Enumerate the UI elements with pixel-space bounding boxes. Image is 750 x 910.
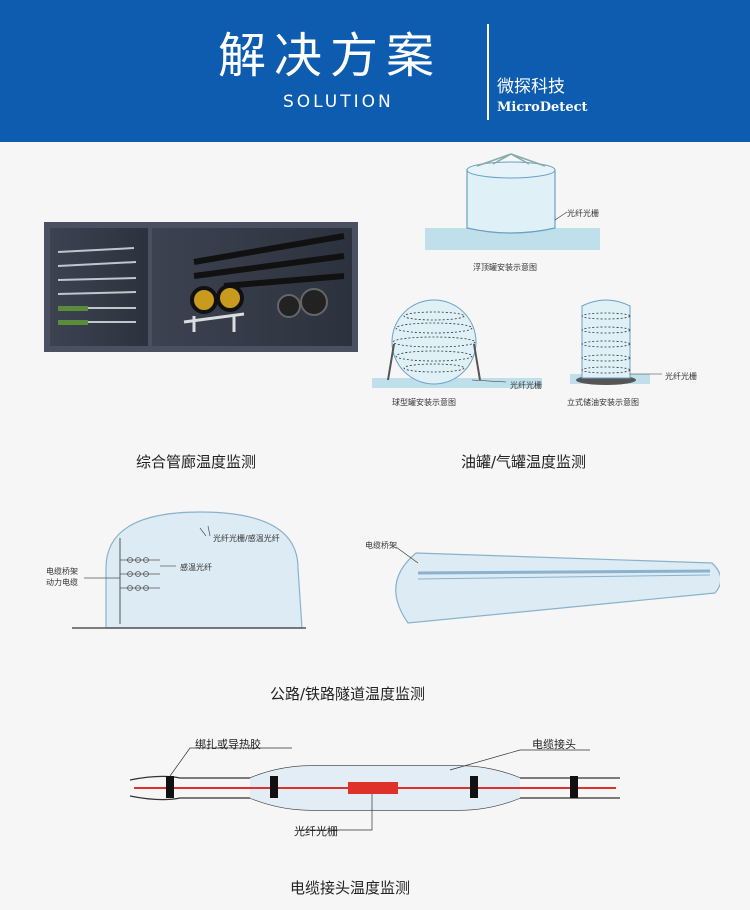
brand-name-en: MicroDetect	[497, 100, 588, 115]
header-banner: 解决方案 SOLUTION 微探科技 MicroDetect	[0, 0, 750, 142]
brand-name-cn: 微探科技	[497, 77, 565, 97]
floating-roof-tank-image	[425, 153, 600, 250]
pipe-gallery-image	[44, 222, 358, 352]
tunnel-label-mid: 感温光纤	[180, 563, 212, 572]
cable-joint-label: 电缆接头	[532, 738, 576, 751]
tunnel-section-caption: 公路/铁路隧道温度监测	[270, 685, 426, 703]
tunnel-label-left-2: 动力电缆	[46, 578, 78, 587]
floating-tank-caption: 浮顶罐安装示意图	[473, 263, 537, 272]
tunnel-tray-label: 电缆桥架	[365, 541, 397, 550]
tunnel-label-top: 光纤光栅/感温光纤	[213, 534, 280, 543]
pipe-gallery-caption: 综合管廊温度监测	[136, 453, 257, 471]
vertical-tank-image	[570, 299, 662, 385]
cable-section-caption: 电缆接头温度监测	[290, 879, 411, 897]
vertical-tank-label: 光纤光栅	[665, 372, 697, 381]
floating-tank-label: 光纤光栅	[567, 209, 599, 218]
tank-section-caption: 油罐/气罐温度监测	[461, 453, 587, 471]
page-title: 解决方案	[218, 28, 443, 84]
page-subtitle: SOLUTION	[283, 92, 394, 112]
tunnel-label-left-1: 电缆桥架	[46, 567, 78, 576]
tunnel-perspective-image	[395, 546, 720, 624]
vertical-tank-caption: 立式储油安装示意图	[567, 398, 639, 407]
sphere-tank-image	[372, 299, 542, 388]
header-divider	[487, 24, 489, 120]
cable-binding-label: 绑扎或导热胶	[195, 738, 261, 751]
cable-joint-image	[129, 747, 620, 831]
sphere-tank-label: 光纤光栅	[510, 381, 542, 390]
sphere-tank-caption: 球型罐安装示意图	[392, 398, 456, 407]
tunnel-section-image	[72, 511, 306, 629]
cable-fiber-label: 光纤光栅	[294, 825, 338, 838]
